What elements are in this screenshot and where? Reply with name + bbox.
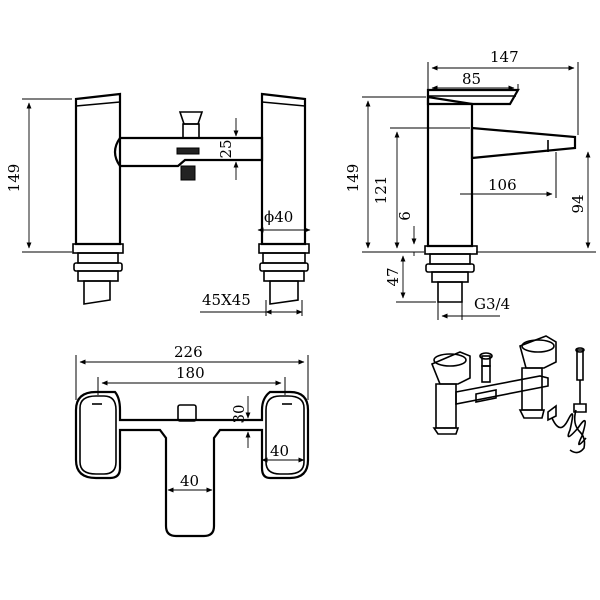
side-shank-dimension: 47 [384,255,436,303]
side-shank-label: 47 [384,267,402,286]
front-height-label: 149 [5,164,23,193]
front-diameter-dimension: ϕ40 [257,208,311,233]
side-under-spout-label: 94 [569,194,587,213]
top-spout-width-dimension: 40 [167,472,213,493]
front-bridge-label: 25 [217,139,235,158]
front-right-body [258,92,310,305]
side-gap-dimension: 6 [396,211,417,256]
side-handle [426,88,520,106]
side-under-spout-dimension: 94 [476,151,596,253]
side-spout [470,126,577,160]
top-outline [74,390,310,538]
side-spout-height-dimension: 121 [372,127,470,249]
side-gap-label: 6 [396,211,414,221]
front-left-body [72,92,124,305]
side-reach-label: 106 [488,176,517,194]
side-body [426,95,474,248]
top-centers-label: 180 [176,364,205,382]
top-width-label: 226 [174,343,203,361]
top-diverter [177,404,197,422]
top-depth-dimension: 30 [230,396,251,448]
front-base-dimension: 45X45 [200,291,303,316]
top-spout-width-label: 40 [180,472,199,490]
side-view: 147 85 149 121 6 1 [344,48,596,320]
side-length-label: 147 [490,48,519,66]
top-centers-dimension: 180 [97,364,286,395]
top-view: 226 180 30 40 40 [74,343,310,538]
isometric-view [430,335,587,454]
side-height-label: 149 [344,164,362,193]
side-length-dimension: 147 [427,48,579,135]
top-depth-label: 30 [230,404,248,423]
top-right-handle [265,395,305,475]
top-left-handle [79,395,117,475]
top-width-dimension: 226 [75,343,309,400]
top-handle-width-dimension: 40 [261,442,305,463]
front-base-label: 45X45 [202,291,251,309]
side-spout-height-label: 121 [372,176,390,205]
front-diameter-label: ϕ40 [264,208,293,226]
side-shank [424,245,478,303]
side-reach-dimension: 106 [460,152,557,198]
side-handle-dimension: 85 [431,70,519,91]
front-view: 149 25 ϕ40 45X45 [5,92,311,316]
top-handle-width-label: 40 [270,442,289,460]
front-bridge [113,136,264,168]
front-height-dimension: 149 [5,98,72,253]
side-thread-dimension: G3/4 [437,295,510,320]
front-bridge-dimension: 25 [217,118,262,180]
side-handle-label: 85 [462,70,481,88]
side-thread-label: G3/4 [474,295,510,313]
diverter-knob [176,111,204,181]
